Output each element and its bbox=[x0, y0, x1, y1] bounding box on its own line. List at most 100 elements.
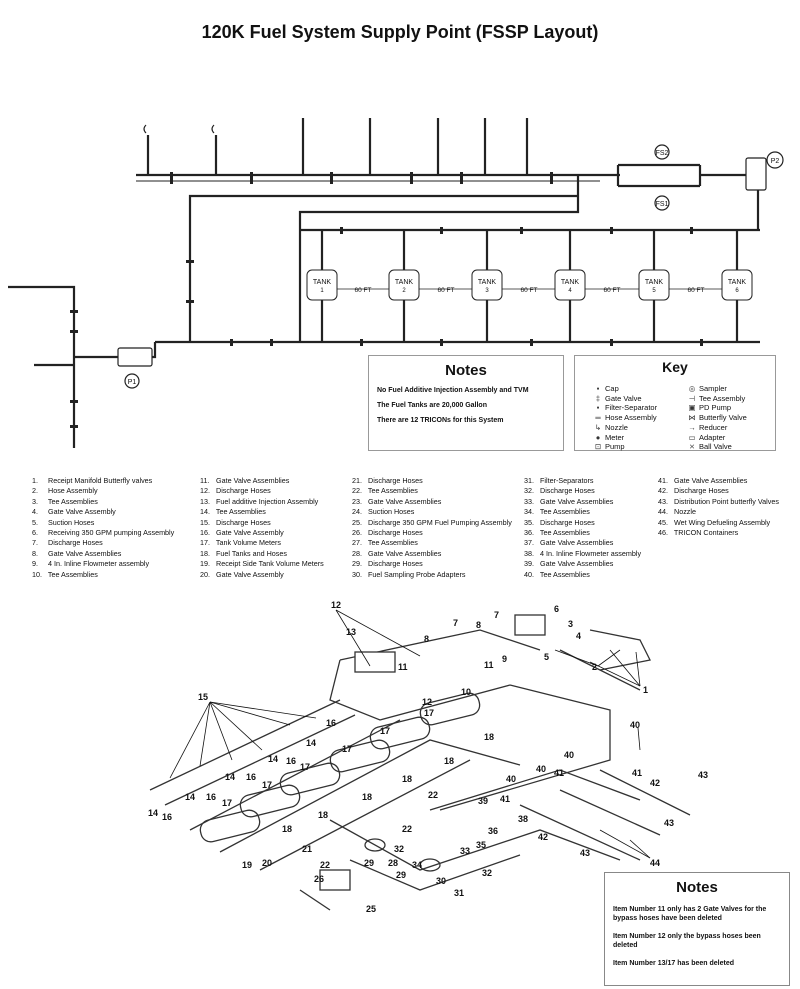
filter-separator-icon: ▪ bbox=[596, 403, 600, 413]
key-item: ◎Sampler bbox=[685, 384, 747, 394]
note-line: There are 12 TRICONs for this System bbox=[377, 417, 504, 424]
tank-label: TANK bbox=[478, 279, 496, 286]
callout-12b: 12 bbox=[422, 697, 432, 707]
parts-list-item: 25. Discharge 350 GPM Fuel Pumping Assem… bbox=[352, 517, 512, 527]
key-item: ⨯Ball Valve bbox=[685, 442, 747, 452]
parts-list-item: 11. Gate Valve Assemblies bbox=[200, 476, 290, 485]
callout-41c: 41 bbox=[632, 768, 642, 778]
tank-number: 3 bbox=[485, 288, 489, 294]
callout-3: 3 bbox=[568, 619, 573, 629]
callout-26: 26 bbox=[314, 874, 324, 884]
note-line: No Fuel Additive Injection Assembly and … bbox=[377, 387, 529, 394]
spacing-label: 60 FT bbox=[604, 287, 621, 294]
parts-list-item: 15. Discharge Hoses bbox=[200, 517, 271, 527]
tee-assembly-icon: ⊣ bbox=[688, 393, 696, 403]
parts-list-item: 5. Suction Hoses bbox=[32, 517, 95, 527]
parts-list-item: 22. Tee Assemblies bbox=[352, 486, 418, 496]
parts-list-item: 3. Tee Assemblies bbox=[32, 496, 98, 506]
spacing-label: 60 FT bbox=[355, 287, 372, 294]
tank-number: 1 bbox=[320, 288, 324, 294]
callout-15: 15 bbox=[198, 692, 208, 702]
tank-label: TANK bbox=[561, 279, 579, 286]
sampler-icon: ◎ bbox=[688, 384, 696, 393]
callout-33: 33 bbox=[460, 846, 470, 856]
parts-list-item: 34. Tee Assemblies bbox=[524, 507, 590, 517]
parts-list-item: 37. Gate Valve Assemblies bbox=[524, 538, 614, 548]
parts-list-item: 43. Distribution Point butterfly Valves bbox=[658, 496, 779, 506]
parts-list-item: 21. Discharge Hoses bbox=[352, 476, 423, 485]
callout-42: 42 bbox=[538, 832, 548, 842]
notes-top-panel: Notes No Fuel Additive Injection Assembl… bbox=[368, 355, 564, 451]
key-item: ▣PD Pump bbox=[685, 403, 747, 413]
callout-6: 6 bbox=[554, 604, 559, 614]
parts-list-item: 26. Discharge Hoses bbox=[352, 528, 423, 538]
parts-list-item: 39. Gate Valve Assemblies bbox=[524, 559, 614, 569]
key-item: ▭Adapter bbox=[685, 433, 747, 443]
parts-list-column-3: 21. Discharge Hoses 22. Tee Assemblies 2… bbox=[352, 476, 512, 580]
callout-28: 28 bbox=[388, 858, 398, 868]
callout-43c: 43 bbox=[580, 848, 590, 858]
key-item: ⋈Butterfly Valve bbox=[685, 413, 747, 423]
callout-17e: 17 bbox=[380, 726, 390, 736]
callout-35: 35 bbox=[476, 840, 486, 850]
callout-16: 16 bbox=[162, 812, 172, 822]
parts-list-item: 4. Gate Valve Assembly bbox=[32, 507, 116, 517]
pump-p1-icon bbox=[117, 347, 153, 367]
callout-16b: 16 bbox=[206, 792, 216, 802]
callout-16d: 16 bbox=[286, 756, 296, 766]
key-item: ⊣Tee Assembly bbox=[685, 394, 747, 404]
callout-22c: 22 bbox=[428, 790, 438, 800]
callout-22b: 22 bbox=[402, 824, 412, 834]
tank-number: 6 bbox=[735, 288, 739, 294]
callout-9: 9 bbox=[502, 654, 507, 664]
pd-pump-icon: ▣ bbox=[688, 403, 696, 413]
note-line: Item Number 11 only has 2 Gate Valves fo… bbox=[613, 906, 767, 922]
parts-list-item: 33. Gate Valve Assemblies bbox=[524, 496, 614, 506]
callout-18f: 18 bbox=[484, 732, 494, 742]
callout-32b: 32 bbox=[482, 868, 492, 878]
parts-list-item: 27. Tee Assemblies bbox=[352, 538, 418, 548]
callout-41b: 41 bbox=[554, 768, 564, 778]
callout-18c: 18 bbox=[362, 792, 372, 802]
parts-list-item: 19. Receipt Side Tank Volume Meters bbox=[200, 559, 324, 569]
cap-icon: ▪ bbox=[596, 384, 600, 393]
tank-number: 2 bbox=[402, 288, 406, 294]
p1-label: P1 bbox=[128, 379, 137, 386]
parts-list-item: 35. Discharge Hoses bbox=[524, 517, 595, 527]
callout-12: 12 bbox=[331, 600, 341, 610]
key-item: ⊡Pump bbox=[591, 442, 657, 452]
callout-21: 21 bbox=[302, 844, 312, 854]
page-title: 120K Fuel System Supply Point (FSSP Layo… bbox=[201, 22, 599, 42]
callout-18e: 18 bbox=[444, 756, 454, 766]
callout-14e: 14 bbox=[306, 738, 316, 748]
parts-list-item: 30. Fuel Sampling Probe Adapters bbox=[352, 569, 466, 579]
meter-icon: ● bbox=[595, 432, 601, 442]
callout-31: 31 bbox=[454, 888, 464, 898]
tank-5 bbox=[638, 269, 670, 301]
key-right-column: ◎Sampler ⊣Tee Assembly ▣PD Pump ⋈Butterf… bbox=[685, 384, 747, 452]
tank-number: 4 bbox=[568, 288, 572, 294]
nozzle-icon: ↳ bbox=[594, 422, 602, 432]
parts-list-item: 28. Gate Valve Assemblies bbox=[352, 548, 442, 558]
tank-2 bbox=[388, 269, 420, 301]
callout-8b: 8 bbox=[476, 620, 481, 630]
parts-list-column-4: 31. Filter-Separators 32. Discharge Hose… bbox=[524, 476, 641, 580]
callout-14b: 14 bbox=[185, 792, 195, 802]
callout-7: 7 bbox=[453, 618, 458, 628]
parts-list-item: 12. Discharge Hoses bbox=[200, 486, 271, 496]
key-item: ▪Filter-Separator bbox=[591, 403, 657, 413]
callout-43: 43 bbox=[698, 770, 708, 780]
callout-17f: 17 bbox=[424, 708, 434, 718]
callout-25: 25 bbox=[366, 904, 376, 914]
parts-list-item: 7. Discharge Hoses bbox=[32, 538, 103, 548]
parts-list-item: 14. Tee Assemblies bbox=[200, 507, 266, 517]
notes-top-heading: Notes bbox=[445, 362, 487, 379]
parts-list-item: 44. Nozzle bbox=[658, 507, 696, 517]
key-item: ‡Gate Valve bbox=[591, 394, 657, 404]
callout-41: 41 bbox=[500, 794, 510, 804]
parts-list-item: 24. Suction Hoses bbox=[352, 507, 415, 517]
callout-14d: 14 bbox=[268, 754, 278, 764]
callout-18: 18 bbox=[282, 824, 292, 834]
callout-40d: 40 bbox=[630, 720, 640, 730]
callout-14: 14 bbox=[148, 808, 158, 818]
